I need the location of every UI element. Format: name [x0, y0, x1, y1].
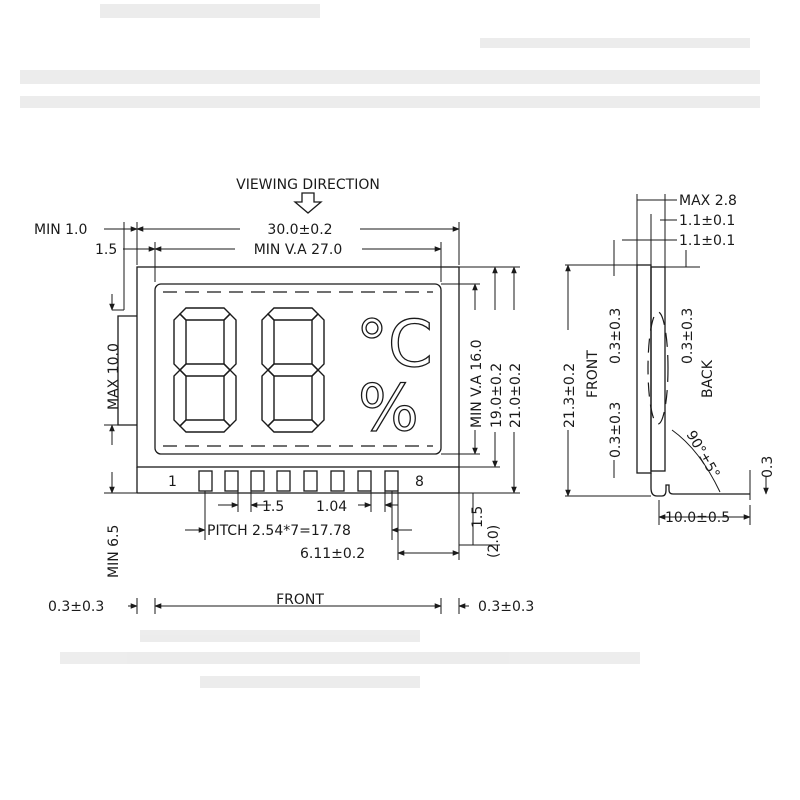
pin [198, 470, 213, 492]
side-glass-back [650, 266, 666, 472]
bottom-front-view: 0.3±0.3 FRONT 0.3±0.3 [48, 592, 534, 615]
min-va-16-label: MIN V.A 16.0 [469, 339, 485, 428]
digit-1 [173, 307, 237, 433]
thickness-1-1-b-label: 1.1±0.1 [679, 233, 735, 249]
max-10-label: MAX 10.0 [106, 343, 122, 410]
max-2-8-label: MAX 2.8 [679, 193, 737, 209]
tol-0-3-a-label: 0.3±0.3 [608, 308, 624, 364]
pin-width-1-04-label: 1.04 [316, 499, 347, 515]
front-view: °C % 1 8 30.0±0.2 MIN V.A 27.0 MIN 1.0 1… [34, 222, 524, 578]
thickness-1-1-a-label: 1.1±0.1 [679, 213, 735, 229]
outer-glass-outline [136, 266, 460, 468]
lead-0-3-label: 0.3 [760, 456, 776, 478]
side-glass-front [636, 264, 652, 474]
bottom-front-label: FRONT [276, 592, 324, 608]
faded-header-text [20, 4, 760, 108]
percent-icon: % [358, 372, 419, 446]
pin [303, 470, 318, 492]
pin [330, 470, 345, 492]
side-seal-ellipse [647, 311, 669, 425]
angle-arc [671, 429, 721, 493]
lead-length-label: 10.0±0.5 [665, 510, 730, 526]
pin-row [198, 470, 399, 492]
tol-0-3-b-label: 0.3±0.3 [608, 402, 624, 458]
width-30-label: 30.0±0.2 [267, 222, 332, 238]
angle-label: 90°±5° [683, 428, 723, 481]
degree-celsius-icon: °C [356, 308, 433, 382]
min-va-27-label: MIN V.A 27.0 [254, 242, 343, 258]
bottom-left-tol-label: 0.3±0.3 [48, 599, 104, 615]
pin-gap-1-5-label: 1.5 [262, 499, 284, 515]
pin [357, 470, 372, 492]
tol-0-3-c-label: 0.3±0.3 [680, 308, 696, 364]
viewing-area-outline [154, 283, 442, 455]
viewing-direction: VIEWING DIRECTION [236, 177, 380, 214]
side-front-label: FRONT [585, 350, 601, 398]
pitch-label: PITCH 2.54*7=17.78 [207, 523, 351, 539]
side-back-label: BACK [700, 359, 716, 398]
pin [224, 470, 239, 492]
pin-length-2-0-label: (2.0) [486, 525, 502, 558]
side-view: MAX 2.8 1.1±0.1 1.1±0.1 21.3±0.2 FRONT 0… [562, 193, 776, 526]
side-1-5-label: 1.5 [95, 242, 117, 258]
height-21-label: 21.0±0.2 [508, 363, 524, 428]
pin-8-label: 8 [415, 474, 424, 490]
faded-footer-text [60, 630, 640, 688]
viewing-direction-label: VIEWING DIRECTION [236, 177, 380, 193]
pin [384, 470, 399, 492]
side-lead [650, 473, 750, 497]
pin [276, 470, 291, 492]
pin-length-1-5-label: 1.5 [470, 506, 486, 528]
min-6-5-label: MIN 6.5 [106, 525, 122, 578]
height-21-3-label: 21.3±0.2 [562, 363, 578, 428]
height-19-label: 19.0±0.2 [489, 363, 505, 428]
min-1-0-label: MIN 1.0 [34, 222, 87, 238]
digit-2 [261, 307, 325, 433]
pin-1-label: 1 [168, 474, 177, 490]
bottom-right-tol-label: 0.3±0.3 [478, 599, 534, 615]
pin-span-label: 6.11±0.2 [300, 546, 365, 562]
viewing-direction-arrow-icon [293, 192, 323, 214]
pin [250, 470, 265, 492]
